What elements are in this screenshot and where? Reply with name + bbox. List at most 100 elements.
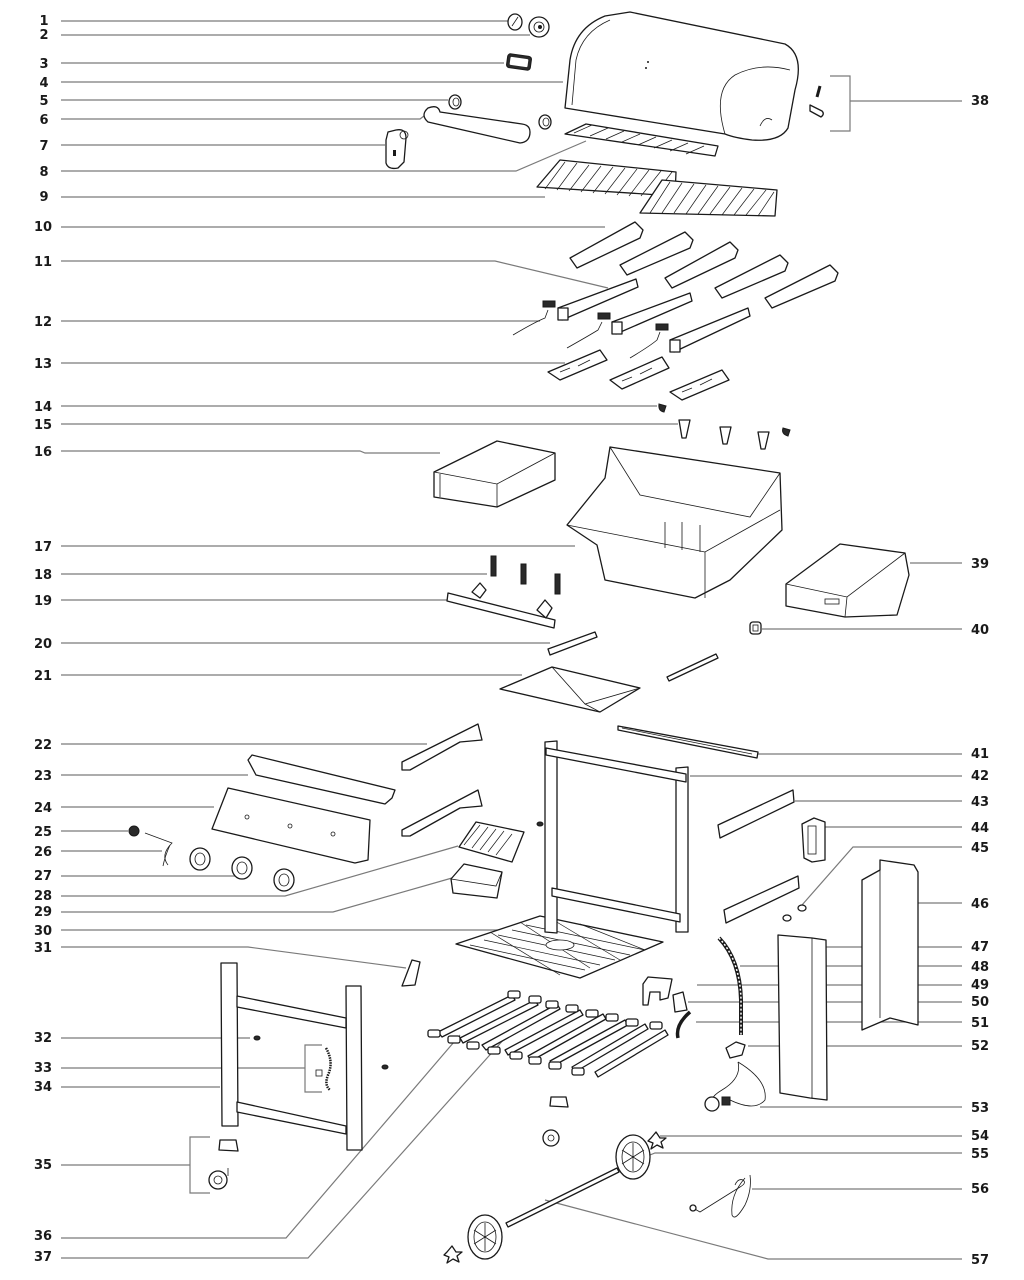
part-38-hinge-pins-icon[interactable] (809, 85, 824, 118)
part-20-rail-right-icon[interactable] (666, 653, 719, 682)
part-46-right-side-panel-icon[interactable] (861, 859, 919, 1031)
part-51-hose-clip-icon[interactable] (675, 1010, 692, 1039)
part-45-panel-plug-icon[interactable] (782, 904, 807, 922)
part-55-wheel-icon[interactable] (467, 1134, 651, 1260)
part-20-catch-pan-rail-icon[interactable] (547, 631, 598, 656)
part-23-control-panel-top-icon[interactable] (247, 754, 396, 805)
part-47-front-door-panel-icon[interactable] (777, 934, 828, 1101)
part-49-tank-guard-icon[interactable] (642, 976, 673, 1006)
callout-55[interactable]: 55 (971, 1147, 989, 1162)
callout-57[interactable]: 57 (971, 1253, 989, 1268)
part-caster-right-icon[interactable] (542, 1096, 569, 1147)
callout-35[interactable]: 35 (34, 1158, 52, 1173)
callout-9[interactable]: 9 (39, 190, 48, 205)
part-16-left-side-table-icon[interactable] (433, 440, 556, 508)
callout-13[interactable]: 13 (34, 357, 52, 372)
part-8-warming-rack-icon[interactable] (564, 123, 719, 157)
part-56-tool-hook-icon[interactable] (689, 1174, 751, 1218)
callout-6[interactable]: 6 (39, 113, 48, 128)
callout-42[interactable]: 42 (971, 769, 989, 784)
part-5-handle-spacer-icon[interactable] (448, 94, 462, 110)
callout-2[interactable]: 2 (39, 28, 48, 43)
part-27-control-knobs-icon[interactable] (189, 847, 295, 892)
callout-44[interactable]: 44 (971, 821, 989, 836)
part-21-grease-tray-icon[interactable] (499, 666, 641, 713)
callout-30[interactable]: 30 (34, 924, 52, 939)
part-2-bezel-icon[interactable] (528, 16, 550, 38)
callout-11[interactable]: 11 (34, 255, 52, 270)
part-33-leg-hardware-kit-icon[interactable] (304, 1044, 332, 1093)
part-10-flavorizer-bars-icon[interactable] (569, 221, 839, 309)
part-18-burner-valves-icon[interactable] (490, 555, 561, 595)
callout-29[interactable]: 29 (34, 905, 52, 920)
callout-20[interactable]: 20 (34, 637, 52, 652)
part-31-tank-scale-bracket-icon[interactable] (401, 959, 421, 987)
callout-10[interactable]: 10 (34, 220, 52, 235)
part-37-shelf-slats-icon[interactable] (437, 994, 669, 1078)
callout-27[interactable]: 27 (34, 869, 52, 884)
callout-25[interactable]: 25 (34, 825, 52, 840)
part-15-burner-supports-icon[interactable] (678, 419, 791, 450)
callout-24[interactable]: 24 (34, 801, 52, 816)
callout-32[interactable]: 32 (34, 1031, 52, 1046)
callout-14[interactable]: 14 (34, 400, 52, 415)
part-26-igniter-wire-icon[interactable] (144, 832, 173, 867)
callout-56[interactable]: 56 (971, 1182, 989, 1197)
part-34-left-leg-frame-icon[interactable] (220, 962, 363, 1151)
part-7-hinge-cover-icon[interactable] (385, 129, 409, 170)
part-57-wheel-axle-icon[interactable] (505, 1167, 620, 1228)
callout-33[interactable]: 33 (34, 1061, 52, 1076)
part-12-igniter-electrodes-icon[interactable] (512, 300, 669, 359)
part-43-rear-panel-icon[interactable] (717, 789, 800, 924)
callout-18[interactable]: 18 (34, 568, 52, 583)
callout-12[interactable]: 12 (34, 315, 52, 330)
part-1-thermometer-icon[interactable] (507, 13, 523, 31)
callout-26[interactable]: 26 (34, 845, 52, 860)
part-54-wheel-hubcap-icon[interactable] (443, 1131, 667, 1264)
callout-38[interactable]: 38 (971, 94, 989, 109)
part-11-burner-tubes-icon[interactable] (557, 278, 751, 353)
part-28-drip-pan-liner-icon[interactable] (458, 821, 525, 863)
part-17-cookbox-icon[interactable] (566, 446, 783, 599)
callout-43[interactable]: 43 (971, 795, 989, 810)
callout-39[interactable]: 39 (971, 557, 989, 572)
part-29-catch-pan-icon[interactable] (450, 863, 503, 899)
callout-48[interactable]: 48 (971, 960, 989, 975)
callout-16[interactable]: 16 (34, 445, 52, 460)
part-3-logo-badge-icon[interactable] (506, 53, 532, 71)
callout-46[interactable]: 46 (971, 897, 989, 912)
callout-50[interactable]: 50 (971, 995, 989, 1010)
callout-15[interactable]: 15 (34, 418, 52, 433)
callout-34[interactable]: 34 (34, 1080, 52, 1095)
callout-4[interactable]: 4 (39, 76, 48, 91)
callout-17[interactable]: 17 (34, 540, 52, 555)
part-41-rear-crossbar-icon[interactable] (617, 725, 759, 759)
part-39-right-side-table-icon[interactable] (785, 543, 910, 618)
callout-36[interactable]: 36 (34, 1229, 52, 1244)
part-40-table-end-cap-icon[interactable] (749, 621, 762, 635)
callout-51[interactable]: 51 (971, 1016, 989, 1031)
callout-31[interactable]: 31 (34, 941, 52, 956)
callout-53[interactable]: 53 (971, 1101, 989, 1116)
part-24-control-panel-icon[interactable] (211, 787, 371, 864)
part-42-right-leg-frame-icon[interactable] (544, 740, 689, 934)
callout-47[interactable]: 47 (971, 940, 989, 955)
part-32-bolt-icon[interactable] (253, 821, 544, 1070)
callout-22[interactable]: 22 (34, 738, 52, 753)
callout-3[interactable]: 3 (39, 57, 48, 72)
callout-28[interactable]: 28 (34, 889, 52, 904)
part-50-tank-latch-icon[interactable] (672, 991, 688, 1013)
callout-5[interactable]: 5 (39, 94, 48, 109)
part-6-lid-handle-icon[interactable] (423, 106, 552, 144)
part-14-burner-clip-icon[interactable] (658, 403, 667, 413)
callout-7[interactable]: 7 (39, 139, 48, 154)
callout-52[interactable]: 52 (971, 1039, 989, 1054)
callout-54[interactable]: 54 (971, 1129, 989, 1144)
callout-40[interactable]: 40 (971, 623, 989, 638)
callout-49[interactable]: 49 (971, 978, 989, 993)
part-53-regulator-assembly-icon[interactable] (704, 1061, 766, 1112)
callout-19[interactable]: 19 (34, 594, 52, 609)
part-4-lid-icon[interactable] (564, 11, 799, 141)
part-25-igniter-button-icon[interactable] (128, 825, 140, 837)
callout-23[interactable]: 23 (34, 769, 52, 784)
